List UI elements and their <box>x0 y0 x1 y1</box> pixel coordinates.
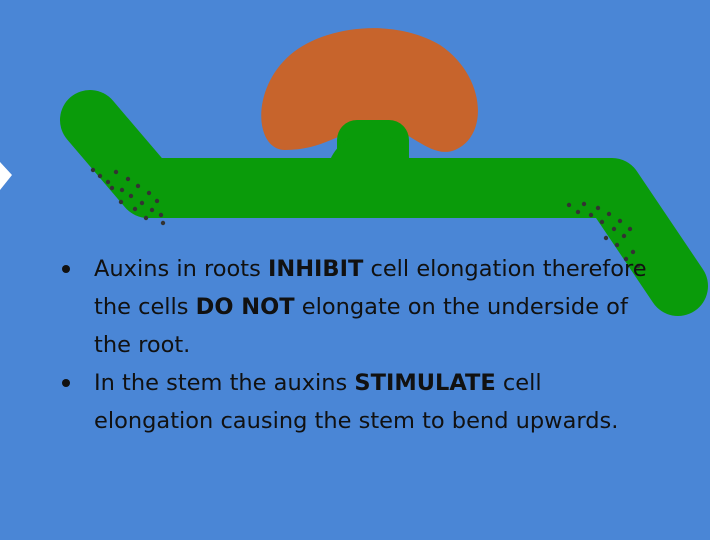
bold-term: INHIBIT <box>268 256 364 282</box>
auxin-dots-left <box>90 167 166 226</box>
bold-term: DO NOT <box>195 294 295 320</box>
bullet-text: cell elongation therefore the cells <box>94 256 647 320</box>
auxin-dots-right <box>566 201 641 269</box>
bullet-item: In the stem the auxins STIMULATE cell el… <box>60 364 660 440</box>
bullet-item: Auxins in roots INHIBIT cell elongation … <box>60 250 660 364</box>
seed <box>261 28 478 152</box>
chevron-right-icon[interactable] <box>0 162 12 190</box>
explanation-list: Auxins in roots INHIBIT cell elongation … <box>60 250 660 440</box>
bullet-text: Auxins in roots <box>94 256 269 282</box>
bullet-text: cell elongation causing the stem to bend… <box>94 370 619 434</box>
plant-body <box>60 90 708 316</box>
bullet-text: elongate on the underside of the root. <box>94 294 628 358</box>
bold-term: STIMULATE <box>354 370 496 396</box>
bullet-text: In the stem the auxins <box>94 370 355 396</box>
shoot-bump <box>330 132 410 160</box>
